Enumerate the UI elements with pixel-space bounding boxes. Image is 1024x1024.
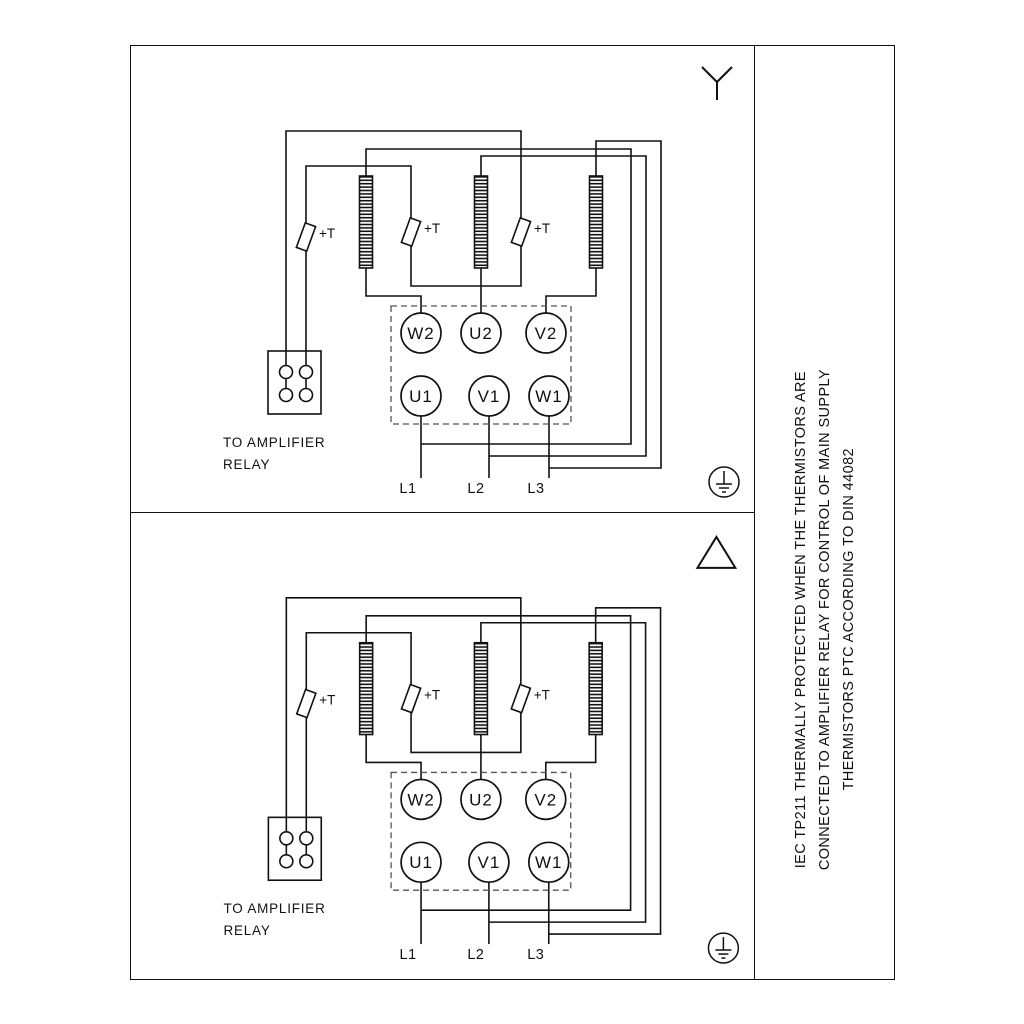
supply-label-l1: L1 bbox=[399, 481, 416, 497]
note-line-3: THERMISTORS PTC ACCORDING TO DIN 44082 bbox=[840, 448, 857, 791]
supply-label-l3: L3 bbox=[527, 481, 544, 497]
figure-vertical-divider bbox=[754, 46, 755, 979]
thermistor-label: +T bbox=[534, 688, 550, 703]
relay-label-line2: RELAY bbox=[223, 457, 270, 472]
figure-horizontal-divider bbox=[131, 512, 754, 513]
relay-label-line1: TO AMPLIFIER bbox=[223, 435, 325, 450]
terminal-label-v1: V1 bbox=[478, 387, 501, 406]
supply-label-l2: L2 bbox=[467, 947, 484, 963]
supply-label-l3: L3 bbox=[527, 947, 544, 963]
note-line-1: IEC TP211 THERMALLY PROTECTED WHEN THE T… bbox=[792, 370, 809, 869]
terminal-label-w2: W2 bbox=[407, 790, 434, 809]
thermistor-label: +T bbox=[319, 693, 335, 708]
delta-connection-diagram: +T +T +T W2 U2 V2 U1 V1 W1 L1 L2 L3 TO A… bbox=[223, 535, 740, 964]
star-connection-diagram: +T +T +T W2 U2 V2 U1 V1 W1 L1 L2 L3 TO A… bbox=[223, 66, 740, 498]
terminal-label-u2: U2 bbox=[469, 324, 493, 343]
relay-label-line2: RELAY bbox=[223, 923, 270, 938]
wiring-diagram-figure: +T +T +T W2 U2 V2 U1 V1 W1 L1 L2 L3 TO A… bbox=[130, 45, 895, 980]
thermistor-label: +T bbox=[319, 226, 335, 241]
terminal-label-u1: U1 bbox=[409, 387, 433, 406]
motor-wiring bbox=[267, 130, 740, 498]
supply-label-l2: L2 bbox=[467, 481, 484, 497]
thermistor-label: +T bbox=[534, 221, 550, 236]
delta-symbol bbox=[696, 535, 737, 569]
supply-label-l1: L1 bbox=[400, 947, 417, 963]
terminal-label-u2: U2 bbox=[469, 790, 493, 809]
terminal-label-u1: U1 bbox=[409, 853, 433, 872]
relay-label-line1: TO AMPLIFIER bbox=[223, 901, 325, 916]
thermistor-label: +T bbox=[424, 688, 440, 703]
terminal-label-v1: V1 bbox=[478, 853, 501, 872]
terminal-label-w1: W1 bbox=[535, 387, 563, 406]
terminal-label-v2: V2 bbox=[534, 790, 557, 809]
terminal-label-w1: W1 bbox=[535, 853, 562, 872]
thermistor-label: +T bbox=[424, 221, 440, 236]
note-sidebar: IEC TP211 THERMALLY PROTECTED WHEN THE T… bbox=[756, 46, 893, 978]
terminal-label-v2: V2 bbox=[535, 324, 558, 343]
star-symbol bbox=[701, 66, 733, 101]
note-line-2: CONNECTED TO AMPLIFIER RELAY FOR CONTROL… bbox=[816, 368, 833, 871]
terminal-label-w2: W2 bbox=[407, 324, 435, 343]
motor-wiring bbox=[267, 596, 740, 964]
